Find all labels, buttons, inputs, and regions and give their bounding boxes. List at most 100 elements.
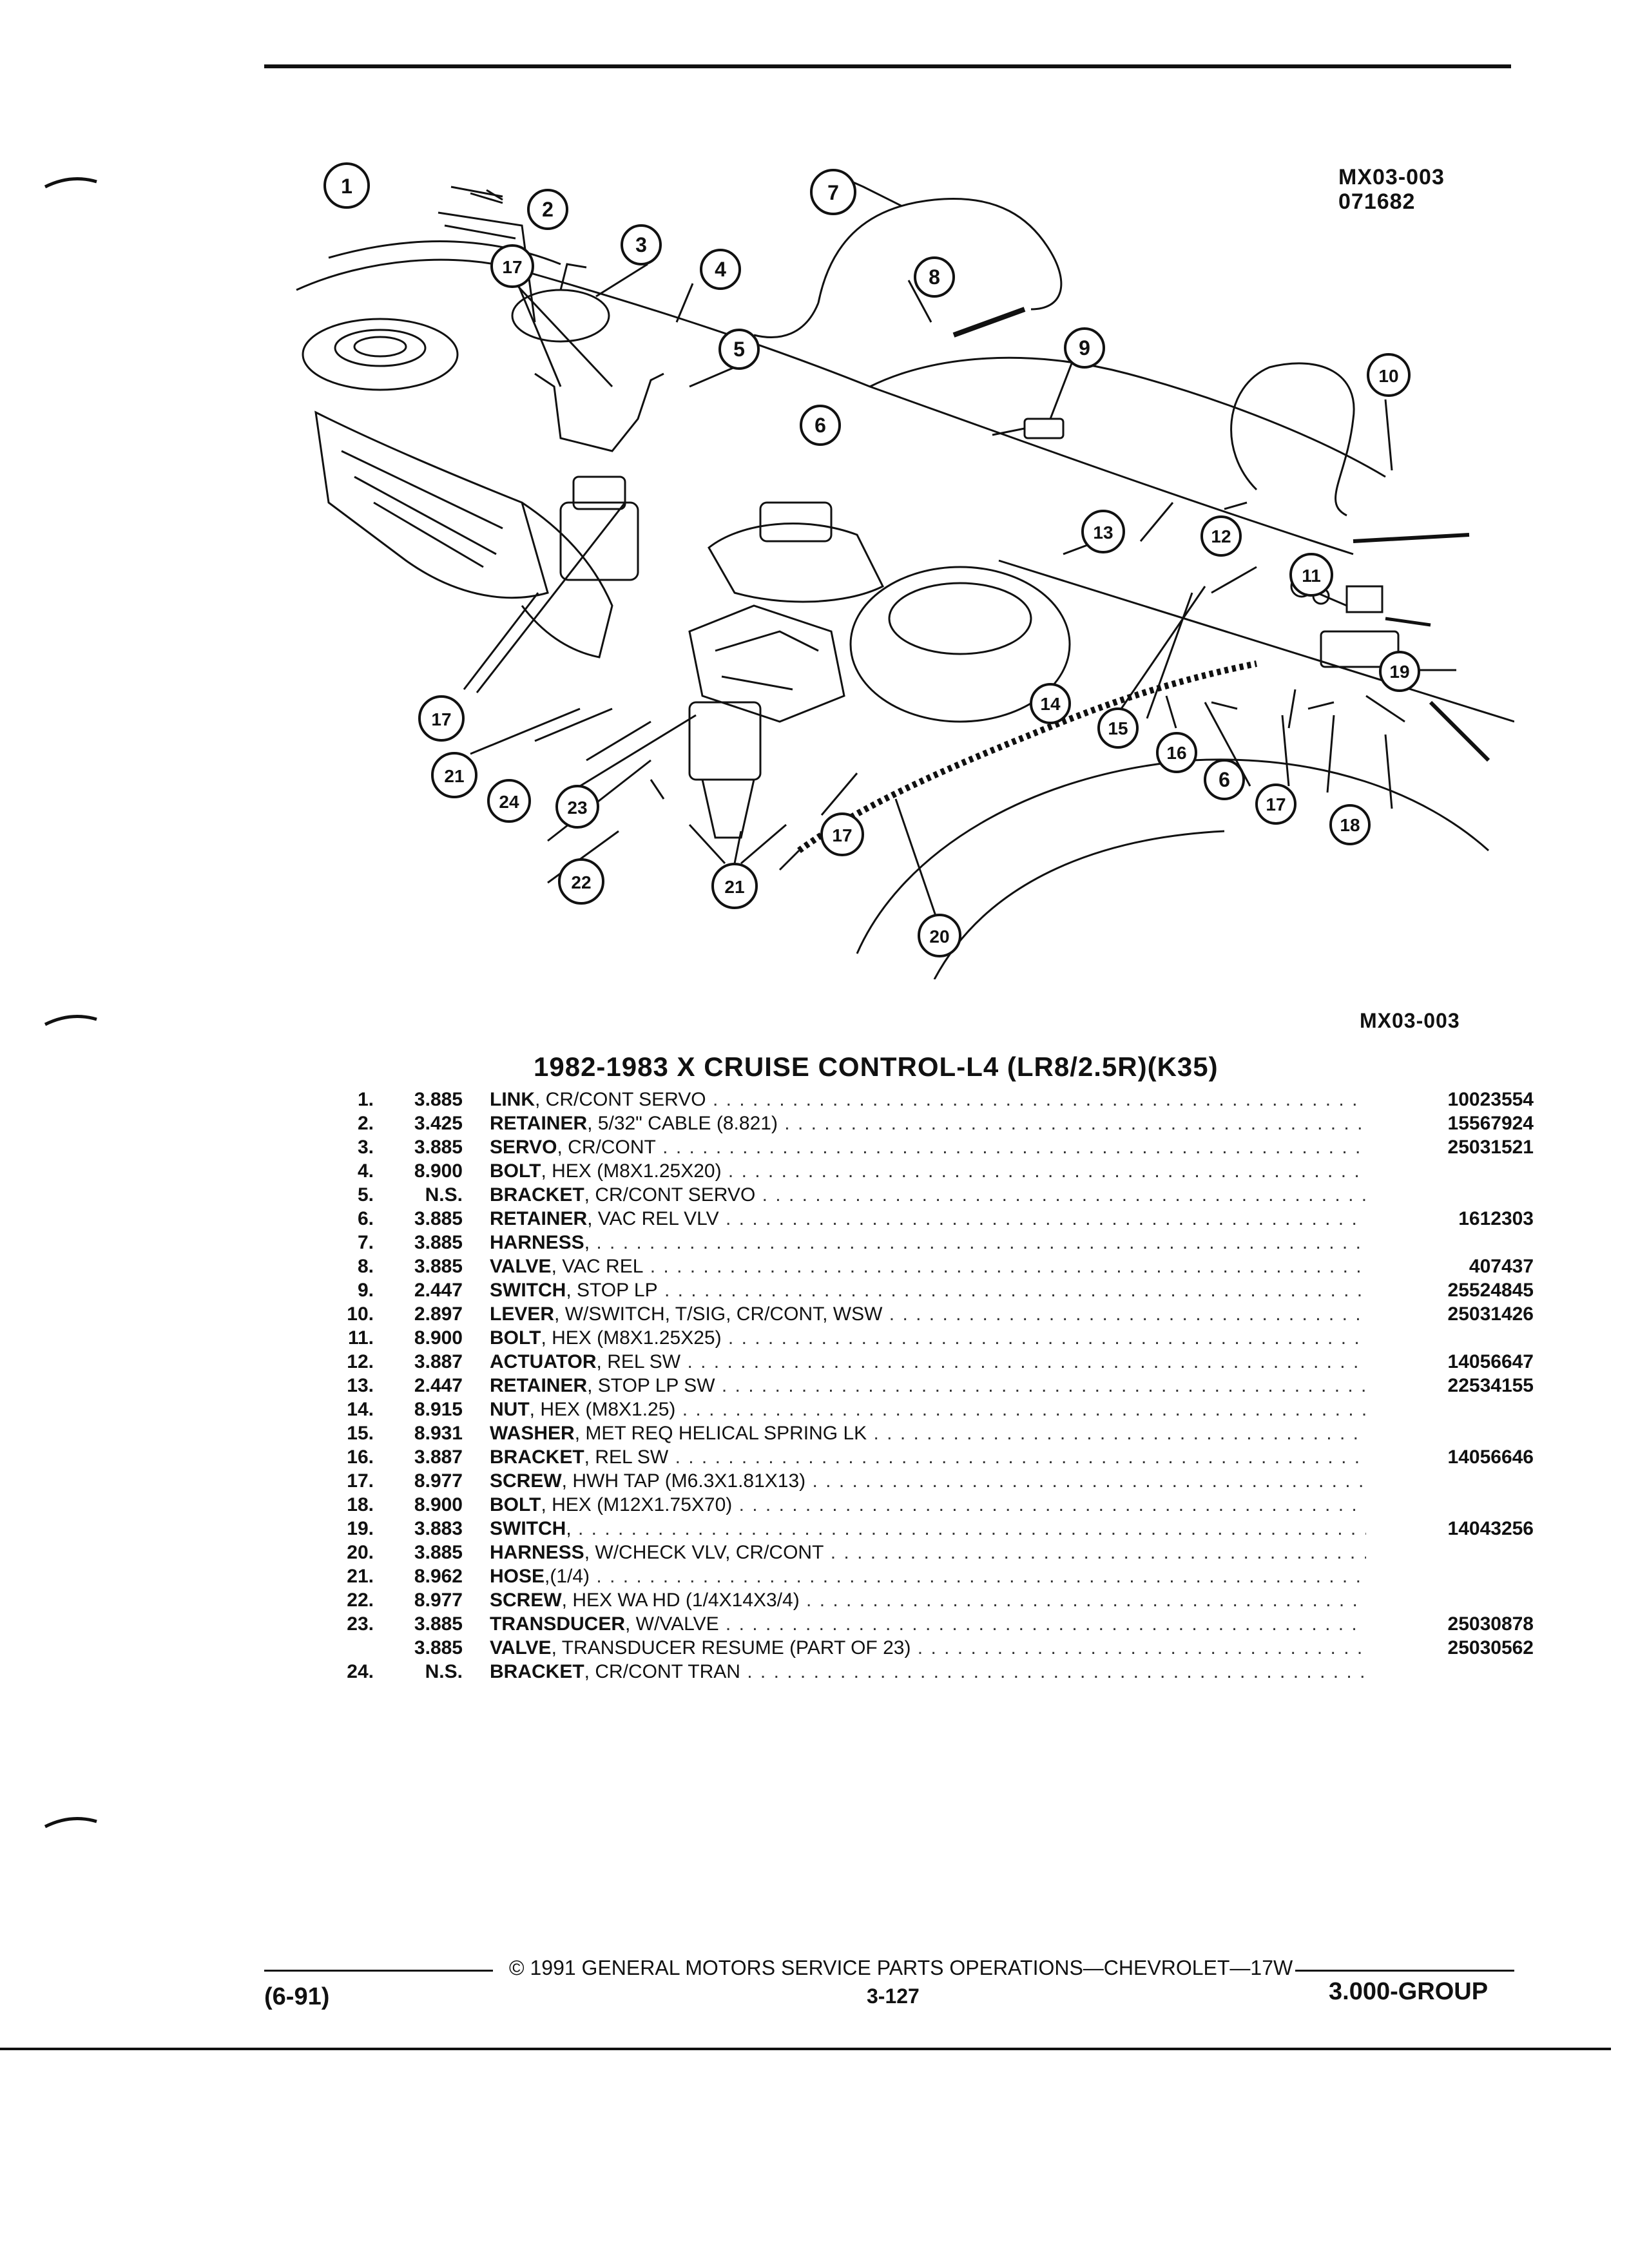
callout-7: 7: [827, 181, 839, 204]
part-name: BRACKET: [490, 1184, 584, 1206]
callout-17-left: 17: [431, 709, 451, 729]
part-detail: , CR/CONT: [557, 1137, 656, 1158]
copyright-line: © 1991 GENERAL MOTORS SERVICE PARTS OPER…: [509, 1956, 1293, 1979]
page-number: 3-127: [867, 1984, 920, 2008]
callout-bubbles: [323, 162, 1420, 957]
part-description: RETAINER, VAC REL VLV . . . . . . . . . …: [490, 1207, 1366, 1231]
group-number: 2.897: [414, 1303, 463, 1325]
item-number: 17.: [347, 1470, 374, 1492]
leader-dots: . . . . . . . . . . . . . . . . . . . . …: [889, 1303, 1366, 1325]
part-detail: , REL SW: [596, 1351, 681, 1372]
part-description: HARNESS, W/CHECK VLV, CR/CONT . . . . . …: [490, 1541, 1366, 1564]
group-number: 3.885: [414, 1256, 463, 1277]
item-number: 13.: [347, 1375, 374, 1396]
group-number: 3.885: [414, 1137, 463, 1158]
part-number: 15567924: [1447, 1113, 1534, 1134]
leader-lines: [450, 173, 1456, 922]
callout-16: 16: [1166, 743, 1186, 763]
part-detail: , W/VALVE: [625, 1613, 719, 1635]
part-detail: , HEX (M8X1.25): [529, 1399, 676, 1420]
callout-17-right: 17: [1266, 794, 1286, 814]
section-title: 1982-1983 X CRUISE CONTROL-L4 (LR8/2.5R)…: [534, 1052, 1219, 1082]
group-number: N.S.: [425, 1661, 463, 1682]
part-name: BRACKET: [490, 1446, 584, 1468]
group-number: 8.900: [414, 1160, 463, 1182]
callout-12: 12: [1211, 526, 1231, 546]
part-detail: , STOP LP SW: [587, 1375, 715, 1396]
part-name: NUT: [490, 1399, 530, 1420]
item-number: 9.: [357, 1280, 374, 1301]
group-number: 3.887: [414, 1446, 463, 1468]
figure-label: MX03-003: [1360, 1009, 1460, 1032]
callout-14: 14: [1040, 694, 1061, 714]
callout-18: 18: [1340, 815, 1360, 835]
part-detail: , HWH TAP (M6.3X1.81X13): [561, 1470, 806, 1492]
part-description: BOLT, HEX (M8X1.25X25) . . . . . . . . .…: [490, 1326, 1366, 1350]
group-number: 3.885: [414, 1232, 463, 1253]
part-name: VALVE: [490, 1637, 552, 1658]
part-description: HOSE,(1/4) . . . . . . . . . . . . . . .…: [490, 1564, 1366, 1588]
part-name: VALVE: [490, 1256, 552, 1277]
callout-11: 11: [1302, 566, 1321, 586]
leader-dots: . . . . . . . . . . . . . . . . . . . . …: [721, 1375, 1366, 1396]
callout-9: 9: [1079, 336, 1090, 360]
part-description: WASHER, MET REQ HELICAL SPRING LK . . . …: [490, 1421, 1366, 1445]
part-name: HOSE: [490, 1566, 545, 1587]
item-number: 10.: [347, 1303, 374, 1325]
callout-5: 5: [733, 338, 745, 361]
leader-dots: . . . . . . . . . . . . . . . . . . . . …: [830, 1542, 1366, 1563]
part-number: 10023554: [1447, 1089, 1534, 1110]
part-name: BOLT: [490, 1494, 541, 1515]
footer-rule-right: [1295, 1970, 1514, 1972]
parts-row: 24.N.S.BRACKET, CR/CONT TRAN . . . . . .…: [322, 1660, 1534, 1684]
part-name: SWITCH: [490, 1280, 566, 1301]
part-name: LEVER: [490, 1303, 555, 1325]
item-number: 5.: [357, 1184, 374, 1206]
leader-dots: . . . . . . . . . . . . . . . . . . . . …: [712, 1089, 1366, 1110]
part-description: LEVER, W/SWITCH, T/SIG, CR/CONT, WSW . .…: [490, 1302, 1366, 1326]
part-description: BOLT, HEX (M12X1.75X70) . . . . . . . . …: [490, 1493, 1366, 1517]
part-number: 14043256: [1447, 1518, 1534, 1539]
group-number: 3.883: [414, 1518, 463, 1539]
group-number: 3.885: [414, 1089, 463, 1110]
item-number: 11.: [347, 1327, 374, 1349]
group-number: 3.887: [414, 1351, 463, 1372]
group-number: 3.425: [414, 1113, 463, 1134]
part-name: SCREW: [490, 1470, 562, 1492]
part-detail: ,: [584, 1232, 590, 1253]
figure-code: MX03-003: [1338, 165, 1445, 189]
leader-dots: . . . . . . . . . . . . . . . . . . . . …: [762, 1184, 1366, 1206]
leader-dots: . . . . . . . . . . . . . . . . . . . . …: [682, 1399, 1366, 1420]
callout-8: 8: [929, 265, 940, 289]
leader-dots: . . . . . . . . . . . . . . . . . . . . …: [643, 1256, 1366, 1277]
part-number: 25030562: [1447, 1637, 1534, 1658]
callout-15: 15: [1108, 718, 1128, 738]
leader-dots: . . . . . . . . . . . . . . . . . . . . …: [728, 1327, 1366, 1349]
leader-dots: . . . . . . . . . . . . . . . . . . . . …: [806, 1590, 1366, 1611]
part-description: VALVE, VAC REL . . . . . . . . . . . . .…: [490, 1254, 1366, 1278]
top-rule: [264, 64, 1511, 68]
part-name: BOLT: [490, 1160, 541, 1182]
callout-6-lower: 6: [1219, 768, 1230, 791]
leader-dots: . . . . . . . . . . . . . . . . . . . . …: [725, 1613, 1366, 1635]
part-description: SCREW, HEX WA HD (1/4X14X3/4) . . . . . …: [490, 1588, 1366, 1612]
bottom-rule: [0, 2048, 1611, 2050]
leader-dots: . . . . . . . . . . . . . . . . . . . . …: [662, 1137, 1366, 1158]
part-description: SWITCH, STOP LP . . . . . . . . . . . . …: [490, 1278, 1366, 1302]
leader-dots: . . . . . . . . . . . . . . . . . . . . …: [812, 1470, 1366, 1492]
group-number: 2.447: [414, 1280, 463, 1301]
part-number: 14056647: [1447, 1351, 1534, 1372]
parts-row: 5.N.S.BRACKET, CR/CONT SERVO . . . . . .…: [322, 1183, 1534, 1207]
group-number: N.S.: [425, 1184, 463, 1206]
group-number: 8.977: [414, 1590, 463, 1611]
part-detail: , STOP LP: [566, 1280, 658, 1301]
part-description: ACTUATOR, REL SW . . . . . . . . . . . .…: [490, 1350, 1366, 1374]
group-number: 8.900: [414, 1327, 463, 1349]
part-detail: , MET REQ HELICAL SPRING LK: [574, 1423, 867, 1444]
